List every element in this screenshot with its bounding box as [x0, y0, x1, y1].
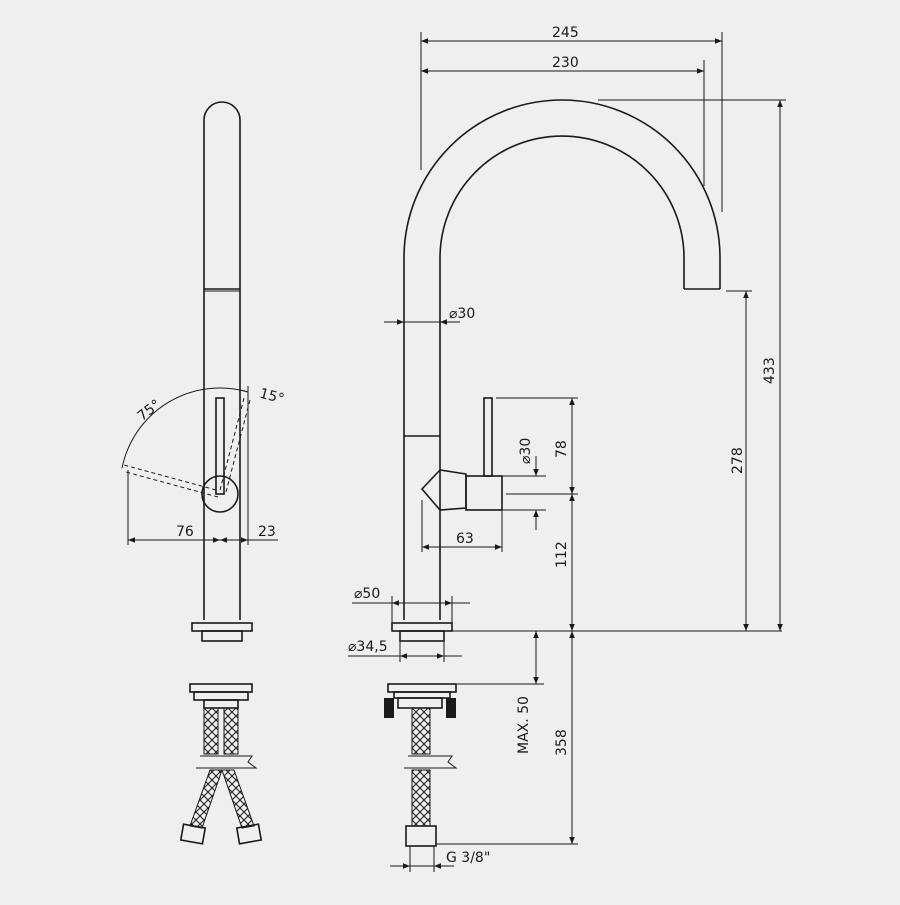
front-mount-bolt-right [446, 698, 456, 718]
side-hose-left [203, 707, 219, 755]
side-spout-body [203, 101, 241, 620]
side-angle-back-label: 15° [258, 386, 286, 408]
label-spout-diameter: ⌀30 [449, 306, 475, 322]
front-mount-plate [387, 683, 457, 693]
side-hose-right-lower [221, 769, 255, 829]
front-handle-cone [420, 469, 467, 511]
label-shank-diameter: ⌀34,5 [348, 639, 388, 655]
front-connector [405, 825, 437, 847]
label-height-outlet: 278 [730, 447, 746, 474]
label-handle-offset: 112 [554, 541, 570, 568]
side-base-plate [191, 622, 253, 632]
label-hose-length: 358 [554, 729, 570, 756]
side-connector-left [179, 823, 207, 845]
side-handle-knob [201, 475, 239, 513]
label-width-total: 245 [552, 25, 579, 41]
side-lever-back-dashed [219, 397, 245, 491]
label-handle-diameter: ⌀30 [518, 438, 534, 464]
side-angle-arc [121, 387, 249, 469]
side-lever-open-dashed [123, 464, 217, 491]
front-spout-inner [439, 135, 685, 620]
label-thread: G 3/8" [446, 850, 490, 866]
side-mount-plate [189, 683, 253, 693]
side-view: 75° 15° 76 23 [121, 101, 286, 845]
side-back-label: 23 [258, 524, 276, 540]
side-lever [215, 397, 225, 495]
front-spout-outer [403, 99, 721, 620]
side-angle-open-label: 75° [135, 397, 164, 425]
side-hose-left-lower [189, 769, 223, 829]
front-hose-lower [411, 769, 431, 827]
label-deck-max: MAX. 50 [516, 696, 532, 754]
side-hose-right [223, 707, 239, 755]
label-width-spout: 230 [552, 55, 579, 71]
front-lever [483, 397, 493, 477]
side-front-label: 76 [176, 524, 194, 540]
front-mount-bolt-left [384, 698, 394, 718]
label-height-total: 433 [762, 357, 778, 384]
side-connector-right [235, 823, 263, 845]
front-handle-body [465, 475, 503, 511]
label-handle-height: 78 [554, 440, 570, 458]
front-base-plate [391, 622, 453, 632]
label-base-diameter: ⌀50 [354, 586, 380, 602]
front-view: 245 230 433 278 ⌀30 ⌀30 78 112 63 [348, 25, 786, 872]
front-hose-upper [411, 707, 431, 755]
label-handle-depth: 63 [456, 531, 474, 547]
